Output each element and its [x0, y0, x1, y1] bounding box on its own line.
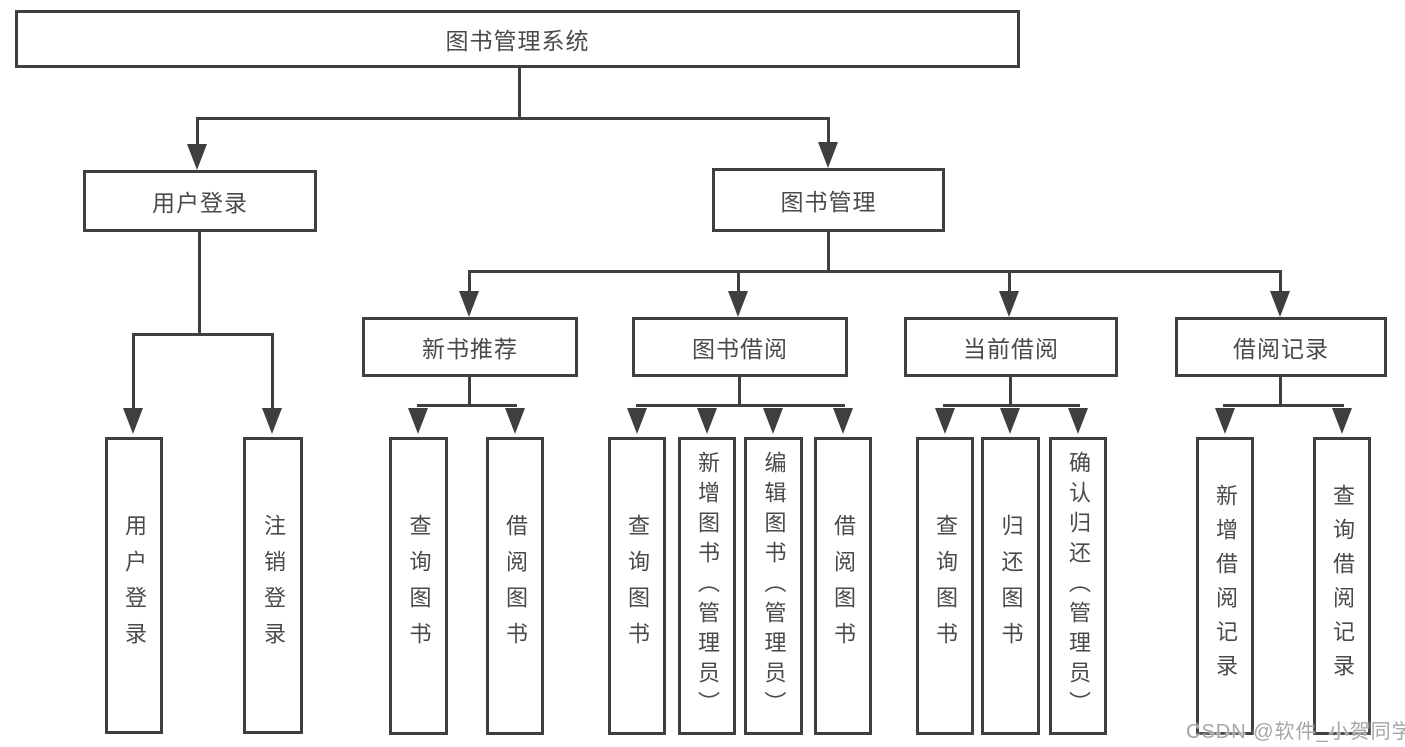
node-return-books: 归还图书	[981, 437, 1040, 735]
node-label: 新书推荐	[422, 336, 518, 362]
connector-line	[196, 117, 199, 145]
connector-line	[468, 270, 1282, 273]
node-borrow-books-recommend: 借阅图书	[486, 437, 544, 735]
connector-line	[518, 68, 521, 118]
connector-line	[738, 377, 741, 407]
arrow-down-icon	[728, 291, 748, 317]
connector-line	[468, 271, 471, 292]
arrow-down-icon	[187, 144, 207, 170]
node-book-borrowing: 图书借阅	[632, 317, 848, 377]
arrow-down-icon	[1000, 408, 1020, 434]
node-label: 图书管理系统	[445, 28, 590, 54]
node-borrow-books-borrowing: 借阅图书	[814, 437, 872, 735]
connector-line	[132, 333, 274, 336]
connector-line	[636, 404, 845, 407]
connector-line	[1009, 377, 1012, 407]
arrow-down-icon	[459, 291, 479, 317]
node-label: 查询图书	[406, 514, 432, 658]
arrow-down-icon	[1215, 408, 1235, 434]
node-label: 借阅图书	[503, 514, 528, 658]
arrow-down-icon	[123, 408, 143, 434]
node-logout: 注销登录	[243, 437, 303, 734]
node-label: 查询图书	[933, 514, 958, 658]
node-label: 当前借阅	[963, 336, 1059, 362]
node-label: 新增借阅记录	[1213, 484, 1238, 688]
node-user-login: 用户登录	[105, 437, 163, 734]
node-label: 用户登录	[152, 190, 248, 216]
arrow-down-icon	[262, 408, 282, 434]
watermark: CSDN @软件_小贺同学	[1186, 721, 1405, 743]
connector-line	[827, 117, 830, 144]
node-label: 确认归还（管理员）	[1066, 451, 1091, 721]
node-library-management-system: 图书管理系统	[15, 10, 1020, 68]
arrow-down-icon	[408, 408, 428, 434]
connector-line	[198, 232, 201, 336]
connector-line	[737, 271, 740, 292]
node-new-book-recommendation: 新书推荐	[362, 317, 578, 377]
node-user-login-branch: 用户登录	[83, 170, 317, 232]
arrow-down-icon	[627, 408, 647, 434]
arrow-down-icon	[999, 291, 1019, 317]
node-label: 用户登录	[122, 513, 147, 658]
connector-line	[271, 334, 274, 408]
connector-line	[943, 404, 1080, 407]
connector-line	[468, 377, 471, 407]
node-label: 借阅图书	[831, 514, 856, 658]
connector-line	[1279, 271, 1282, 292]
arrow-down-icon	[763, 408, 783, 434]
node-edit-books-admin: 编辑图书（管理员）	[744, 437, 803, 735]
connector-line	[827, 232, 830, 273]
arrow-down-icon	[935, 408, 955, 434]
node-label: 查询图书	[625, 514, 650, 658]
connector-line	[132, 334, 135, 408]
arrow-down-icon	[818, 142, 838, 168]
arrow-down-icon	[1068, 408, 1088, 434]
node-label: 借阅记录	[1233, 336, 1329, 362]
node-label: 注销登录	[261, 513, 286, 658]
connector-line	[417, 404, 517, 407]
node-label: 图书管理	[780, 189, 877, 215]
node-confirm-return-admin: 确认归还（管理员）	[1049, 437, 1107, 735]
node-label: 新增图书（管理员）	[695, 451, 720, 721]
node-label: 查询借阅记录	[1330, 484, 1355, 688]
connector-line	[1008, 271, 1011, 292]
node-label: 归还图书	[998, 514, 1024, 658]
node-add-borrow-record: 新增借阅记录	[1196, 437, 1254, 735]
connector-line	[196, 117, 830, 120]
node-query-books-current: 查询图书	[916, 437, 974, 735]
node-query-books-recommend: 查询图书	[389, 437, 448, 735]
node-label: 图书借阅	[692, 336, 788, 362]
node-current-borrowing: 当前借阅	[904, 317, 1118, 377]
connector-line	[1279, 377, 1282, 407]
node-label: 编辑图书（管理员）	[761, 451, 787, 721]
connector-line	[1223, 404, 1344, 407]
arrow-down-icon	[1270, 291, 1290, 317]
node-book-management-branch: 图书管理	[712, 168, 945, 232]
arrow-down-icon	[697, 408, 717, 434]
node-query-books-borrowing: 查询图书	[608, 437, 666, 735]
node-add-books-admin: 新增图书（管理员）	[678, 437, 736, 735]
node-borrowing-records: 借阅记录	[1175, 317, 1387, 377]
arrow-down-icon	[833, 408, 853, 434]
arrow-down-icon	[505, 408, 525, 434]
arrow-down-icon	[1332, 408, 1352, 434]
node-query-borrow-record: 查询借阅记录	[1313, 437, 1371, 735]
